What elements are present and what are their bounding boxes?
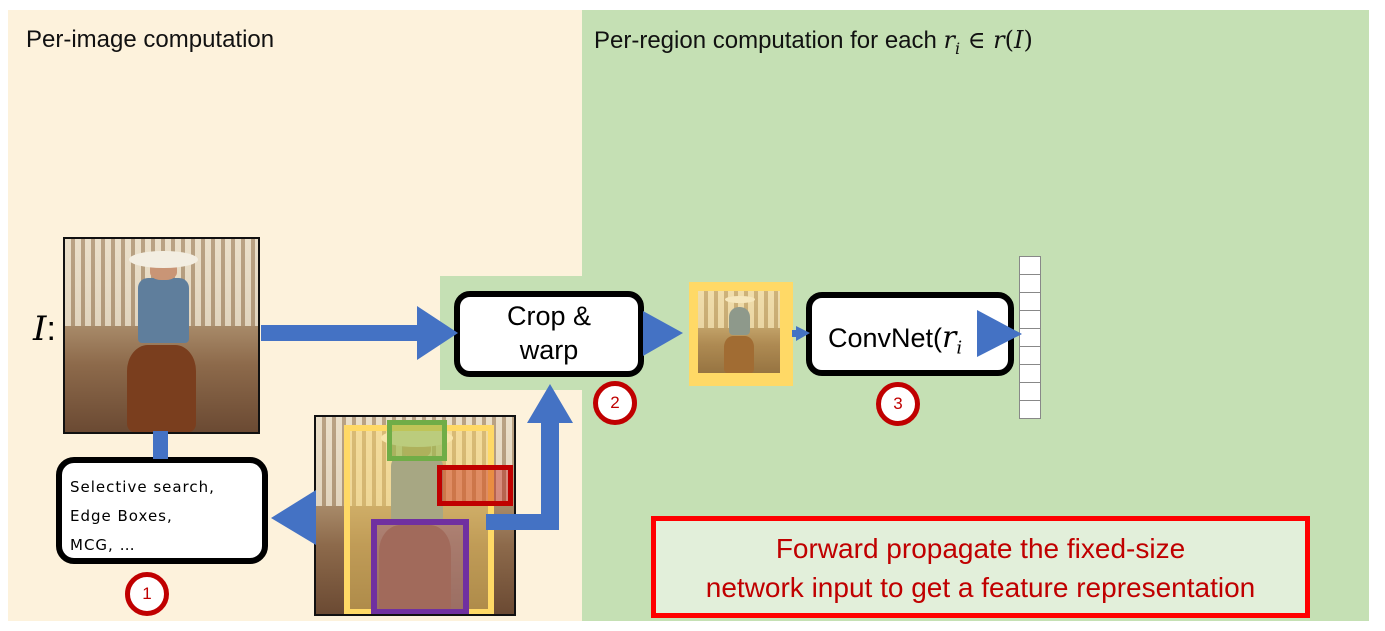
per-region-title: Per-region computation for each ri ∈ r(I… bbox=[594, 26, 1033, 58]
input-image-symbol: I bbox=[33, 309, 47, 349]
proposal-box-purple bbox=[371, 519, 469, 614]
proposals-image-rider bbox=[391, 456, 443, 524]
feature-vector-cell bbox=[1019, 382, 1041, 400]
close-paren: ) bbox=[1023, 26, 1033, 54]
feature-vector-cell bbox=[1019, 400, 1041, 419]
feature-vector-cell bbox=[1019, 364, 1041, 382]
input-image-colon: : bbox=[46, 310, 56, 348]
feature-vector-cell bbox=[1019, 274, 1041, 292]
per-region-title-text: Per-region computation for each bbox=[594, 27, 944, 54]
step-2-badge: 2 bbox=[593, 381, 637, 425]
region-set-symbol: r bbox=[993, 26, 1005, 54]
proposals-image-horse bbox=[379, 525, 451, 614]
crop-warp-line2: warp bbox=[519, 335, 579, 365]
convnet-arg-symbol: r bbox=[942, 320, 957, 355]
forward-propagation-callout: Forward propagate the fixed-size network… bbox=[651, 516, 1310, 618]
proposals-image bbox=[314, 415, 516, 616]
proposal-box-red bbox=[437, 465, 513, 506]
feature-vector-cell bbox=[1019, 256, 1041, 274]
proposal-method-edge-boxes: Edge Boxes, bbox=[70, 507, 173, 525]
warped-region-hat bbox=[725, 295, 755, 304]
feature-vector-cell bbox=[1019, 346, 1041, 364]
input-image bbox=[63, 237, 260, 434]
step-1-badge: 1 bbox=[125, 572, 169, 616]
open-paren: ( bbox=[1004, 26, 1015, 54]
feature-vector-cell bbox=[1019, 310, 1041, 328]
feature-vector-cell bbox=[1019, 328, 1041, 346]
crop-warp-box: Crop & warp bbox=[454, 291, 644, 377]
step-3-badge: 3 bbox=[876, 382, 920, 426]
callout-line2: network input to get a feature represent… bbox=[705, 572, 1256, 603]
region-proposal-methods-text: Selective search, Edge Boxes, MCG, … bbox=[70, 473, 215, 560]
per-image-title: Per-image computation bbox=[26, 26, 275, 53]
proposal-box-green bbox=[387, 420, 447, 461]
feature-vector bbox=[1019, 256, 1041, 419]
region-subscript: i bbox=[955, 38, 961, 58]
convnet-arg-subscript: i bbox=[956, 337, 963, 359]
convnet-box: ConvNet(ri bbox=[806, 292, 1014, 376]
warped-region-rider bbox=[729, 307, 751, 336]
proposal-method-selective-search: Selective search, bbox=[70, 478, 215, 496]
region-proposal-methods-box: Selective search, Edge Boxes, MCG, … bbox=[56, 457, 268, 564]
warped-region-photo bbox=[698, 291, 780, 373]
convnet-label: ConvNet(ri bbox=[828, 320, 962, 358]
feature-vector-cell bbox=[1019, 292, 1041, 310]
input-image-label: I: bbox=[33, 309, 56, 349]
crop-warp-label: Crop & warp bbox=[460, 299, 638, 367]
proposal-method-mcg: MCG, … bbox=[70, 536, 136, 554]
image-rider bbox=[138, 277, 189, 344]
convnet-label-text: ConvNet( bbox=[828, 323, 943, 353]
image-horse bbox=[126, 345, 197, 432]
region-symbol: r bbox=[943, 26, 956, 54]
warped-region-image bbox=[689, 282, 793, 386]
image-cowboy-hat bbox=[128, 250, 199, 268]
proposals-image-hat bbox=[381, 428, 453, 447]
image-symbol: I bbox=[1014, 26, 1024, 54]
warped-region-horse bbox=[724, 336, 754, 373]
crop-warp-line1: Crop & bbox=[506, 301, 592, 331]
element-of-symbol: ∈ bbox=[960, 26, 994, 54]
callout-line1: Forward propagate the fixed-size bbox=[775, 533, 1186, 564]
